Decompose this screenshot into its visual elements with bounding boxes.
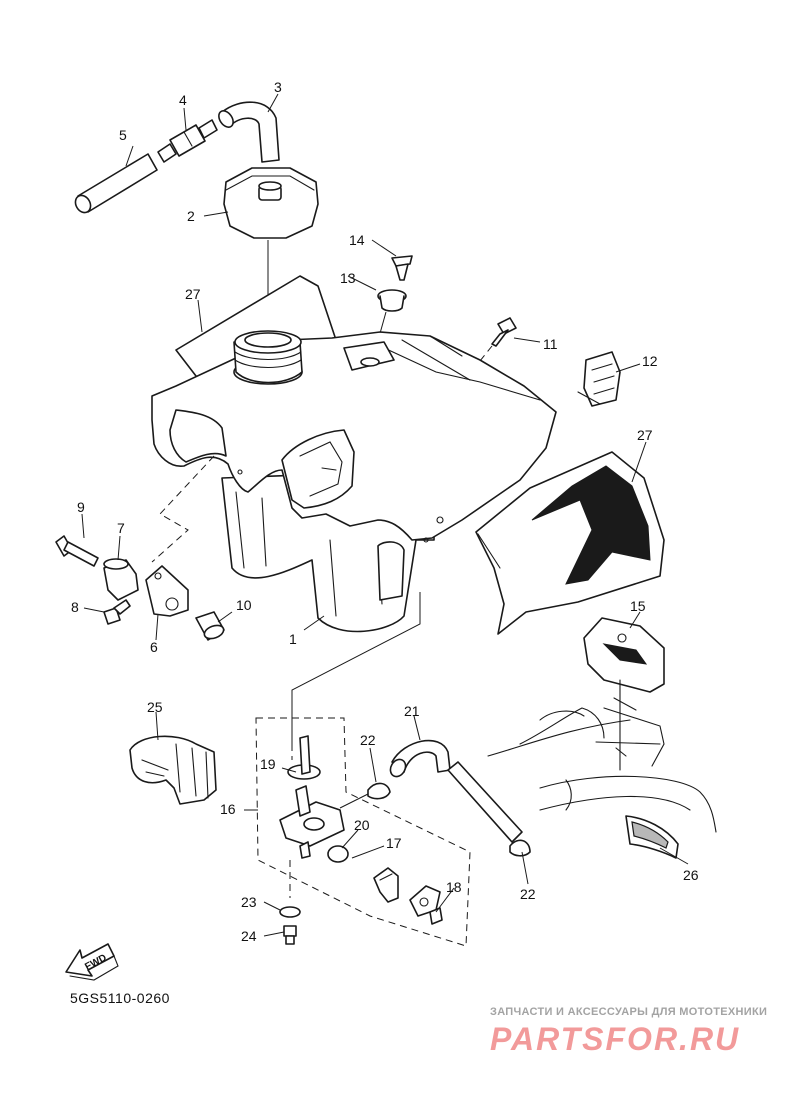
- clamp-part-22-lower: [509, 839, 531, 857]
- screw-part-18: [429, 907, 443, 925]
- callout-20: 20: [354, 817, 370, 833]
- breather-hose-part-5: [74, 153, 158, 214]
- watermark-tagline: ЗАПЧАСТИ И АКСЕССУАРЫ ДЛЯ МОТОТЕХНИКИ: [490, 1006, 768, 1018]
- callout-19: 19: [260, 756, 276, 772]
- callout-12: 12: [642, 353, 658, 369]
- callout-27-right: 27: [637, 427, 653, 443]
- bolt-part-14: [391, 255, 413, 281]
- damper-part-7: [103, 558, 139, 601]
- frame-outline: [487, 697, 717, 833]
- bolt-part-9: [55, 535, 99, 567]
- callout-2: 2: [187, 208, 195, 224]
- callout-6: 6: [150, 639, 158, 655]
- bracket-part-15: [583, 617, 665, 771]
- callout-26: 26: [683, 867, 699, 883]
- callout-1: 1: [289, 631, 297, 647]
- callout-14: 14: [349, 232, 365, 248]
- callout-8: 8: [71, 599, 79, 615]
- callout-18: 18: [446, 879, 462, 895]
- guard-part-25: [129, 735, 217, 805]
- callout-21: 21: [404, 703, 420, 719]
- callout-labels: 5 4 3 2 14 13 27 11 12 27 9 7 8 6 10 1 1…: [71, 79, 699, 944]
- side-cover-part-27-right: [475, 451, 665, 635]
- callout-23: 23: [241, 894, 257, 910]
- callout-10: 10: [236, 597, 252, 613]
- fuel-cock-assembly-box: [255, 717, 471, 947]
- diagram-code: 5GS5110-0260: [70, 990, 170, 1006]
- callout-25: 25: [147, 699, 163, 715]
- watermark-brand: PARTSFOR.RU: [490, 1021, 741, 1057]
- tank-bracket-guide: [151, 455, 215, 563]
- callout-16: 16: [220, 801, 236, 817]
- callout-5: 5: [119, 127, 127, 143]
- callout-22-upper: 22: [360, 732, 376, 748]
- collar-part-10: [195, 611, 225, 641]
- o-ring-part-20: [327, 845, 349, 863]
- collar-part-13: [377, 289, 407, 312]
- bolt-part-8: [103, 599, 131, 625]
- callout-4: 4: [179, 92, 187, 108]
- clip-part-12: [577, 351, 621, 407]
- plate-part-18: [409, 885, 441, 917]
- fuel-tank-part-1: [151, 330, 557, 633]
- fuel-cock-body: [279, 785, 345, 859]
- callout-27-left: 27: [185, 286, 201, 302]
- check-valve-part-4: [157, 119, 218, 163]
- elbow-hose-part-3: [218, 101, 280, 163]
- callout-leaders: [81, 93, 689, 937]
- callout-15: 15: [630, 598, 646, 614]
- callout-3: 3: [274, 79, 282, 95]
- bolt-part-11: [491, 317, 517, 347]
- callout-17: 17: [386, 835, 402, 851]
- rubber-band-part-26: [625, 815, 679, 859]
- bolt-part-24: [283, 925, 297, 945]
- fwd-arrow-icon: FWD: [65, 943, 119, 981]
- filter-part-19: [287, 735, 321, 780]
- bolt-11-axis-line: [467, 345, 493, 377]
- callout-13: 13: [340, 270, 356, 286]
- clamp-part-22-upper: [367, 782, 391, 800]
- callout-11: 11: [543, 336, 558, 352]
- tank-to-cock-leader: [291, 592, 421, 744]
- callout-24: 24: [241, 928, 257, 944]
- washer-part-23: [279, 906, 301, 918]
- fuel-cap-part-2: [223, 167, 319, 239]
- lever-part-17: [373, 867, 399, 903]
- callout-22-lower: 22: [520, 886, 536, 902]
- bracket-part-6: [145, 565, 189, 617]
- callout-7: 7: [117, 520, 125, 536]
- fuel-hose-part-21: [389, 739, 523, 843]
- callout-9: 9: [77, 499, 85, 515]
